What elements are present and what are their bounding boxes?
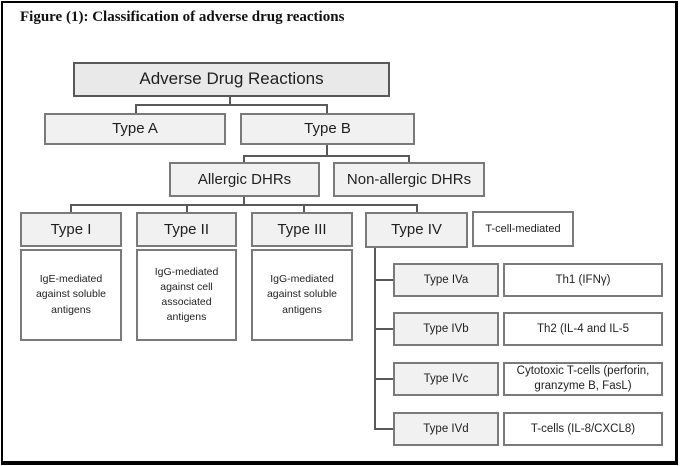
connector-line [326, 145, 328, 155]
connector-line [70, 204, 72, 212]
connector-line [135, 104, 328, 106]
node-type-a: Type A [44, 113, 226, 145]
node-adverse-drug-reactions: Adverse Drug Reactions [73, 62, 390, 97]
connector-line [374, 428, 393, 430]
note-t-cell-mediated: T-cell-mediated [472, 211, 574, 247]
connector-line [70, 204, 418, 206]
connector-line [243, 197, 245, 204]
node-type-4c: Type IVc [393, 362, 499, 396]
node-allergic-dhrs: Allergic DHRs [169, 162, 320, 197]
connector-line [303, 204, 305, 212]
node-type-4: Type IV [365, 212, 468, 248]
mech-type-4b: Th2 (IL-4 and IL-5 [503, 312, 663, 346]
desc-type-3: IgG-mediated against soluble antigens [251, 249, 353, 341]
connector-line [326, 104, 328, 113]
node-type-4d: Type IVd [393, 412, 499, 446]
node-type-3: Type III [251, 212, 353, 247]
desc-type-1: IgE-mediated against soluble antigens [20, 249, 122, 341]
connector-line [374, 279, 393, 281]
node-type-4b: Type IVb [393, 312, 499, 346]
connector-line [186, 204, 188, 212]
connector-line [374, 248, 376, 430]
node-type-4a: Type IVa [393, 263, 499, 297]
mech-type-4d: T-cells (IL-8/CXCL8) [503, 412, 663, 446]
connector-line [243, 155, 245, 162]
connector-line [243, 155, 410, 157]
connector-line [416, 204, 418, 212]
connector-line [408, 155, 410, 162]
node-type-1: Type I [20, 212, 122, 247]
connector-line [374, 328, 393, 330]
connector-line [229, 97, 231, 105]
connector-line [374, 378, 393, 380]
node-non-allergic-dhrs: Non-allergic DHRs [333, 162, 485, 197]
connector-line [135, 104, 137, 113]
desc-type-2: IgG-mediated against cell associated ant… [136, 249, 237, 341]
figure-title: Figure (1): Classification of adverse dr… [20, 9, 345, 25]
node-type-2: Type II [136, 212, 237, 247]
mech-type-4c: Cytotoxic T-cells (perforin, granzyme B,… [503, 362, 663, 396]
node-type-b: Type B [240, 113, 415, 145]
mech-type-4a: Th1 (IFNγ) [503, 263, 663, 297]
